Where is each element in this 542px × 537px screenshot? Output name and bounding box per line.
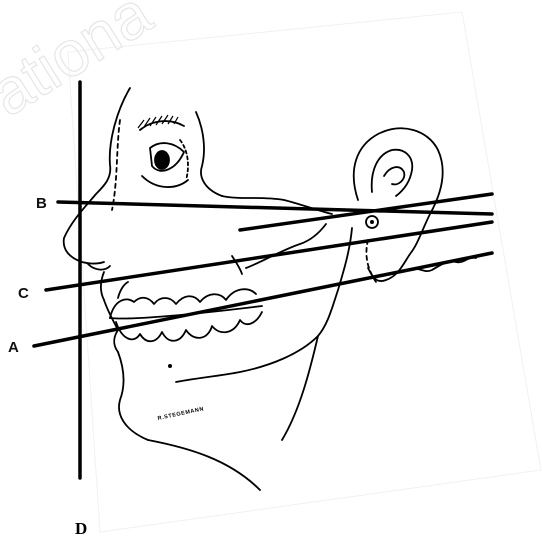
reference-line-c <box>46 222 492 290</box>
lips-line <box>104 300 118 352</box>
label-a: A <box>8 339 19 356</box>
chin-line <box>118 352 148 440</box>
orbit-line <box>196 112 222 196</box>
label-c: C <box>18 285 29 302</box>
label-b: B <box>36 195 47 212</box>
teeth-lower <box>110 306 262 341</box>
artist-signature: R.STEGEMANN <box>157 406 204 422</box>
ear-helix <box>372 150 413 196</box>
ear-inner <box>384 167 404 184</box>
mandible-ramus <box>176 228 352 382</box>
watermark: ationa <box>0 0 164 130</box>
neck-line <box>148 440 260 490</box>
face-profile-line <box>64 88 130 264</box>
teeth-upper <box>110 282 256 318</box>
mental-foramen <box>168 364 172 368</box>
posterior-neck <box>282 336 318 440</box>
paper-border <box>68 12 541 532</box>
masseter-curve <box>246 224 326 268</box>
label-d: D <box>75 519 87 537</box>
reference-line-a <box>34 253 492 346</box>
eye <box>142 140 188 187</box>
cheek-line <box>222 196 332 214</box>
